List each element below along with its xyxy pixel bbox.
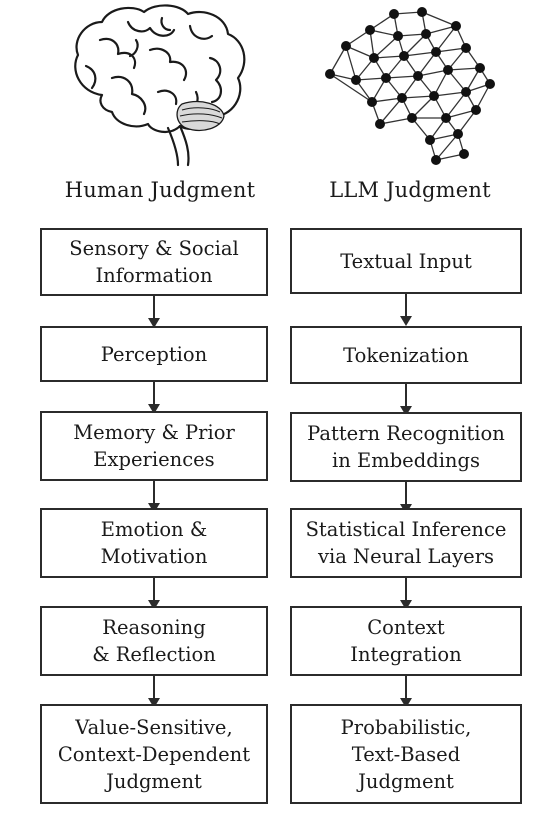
network-edge (329, 45, 347, 75)
network-node (367, 97, 377, 107)
llm-judgment-heading: LLM Judgment (329, 178, 491, 202)
network-node (429, 91, 439, 101)
llm-step-tokenization: Tokenization (290, 326, 522, 384)
network-node (351, 75, 361, 85)
network-node (341, 41, 351, 51)
network-edge (379, 117, 413, 125)
network-edge (345, 45, 357, 81)
flow-arrow (290, 676, 522, 710)
flow-arrow (290, 384, 522, 418)
network-node (397, 93, 407, 103)
network-node (461, 87, 471, 97)
network-node (393, 31, 403, 41)
network-node (407, 113, 417, 123)
network-edge (401, 95, 435, 99)
network-node (369, 53, 379, 63)
network-node (399, 51, 409, 61)
network-edge (373, 35, 399, 59)
network-node (425, 135, 435, 145)
brain-icon (40, 0, 280, 175)
network-node (325, 69, 335, 79)
network-node (421, 29, 431, 39)
network-edge (421, 11, 457, 27)
network-edge (403, 33, 427, 57)
network-node (443, 65, 453, 75)
network-edge (445, 91, 467, 119)
human-step-emotion-motivation: Emotion &Motivation (40, 508, 268, 578)
network-edge (447, 67, 481, 71)
flow-arrow (40, 296, 268, 330)
network-node (431, 47, 441, 57)
network-node (485, 79, 495, 89)
neural-network-icon (290, 0, 530, 175)
network-edge (417, 69, 449, 77)
network-edge (403, 51, 437, 57)
network-node (375, 119, 385, 129)
network-node (381, 73, 391, 83)
network-node (471, 105, 481, 115)
flow-arrow (40, 382, 268, 416)
network-node (453, 129, 463, 139)
network-edge (445, 109, 477, 119)
network-edge (355, 77, 387, 81)
network-edge (371, 97, 403, 103)
human-step-perception: Perception (40, 326, 268, 382)
network-edge (435, 25, 457, 53)
network-edge (411, 95, 435, 119)
network-node (461, 43, 471, 53)
human-step-reasoning-reflection: Reasoning& Reflection (40, 606, 268, 676)
network-node (365, 25, 375, 35)
network-node (441, 113, 451, 123)
network-edge (435, 47, 467, 53)
flow-arrow (40, 676, 268, 710)
network-edge (435, 133, 459, 161)
network-edge (379, 97, 403, 125)
network-node (475, 63, 485, 73)
network-edge (329, 73, 373, 103)
network-node (417, 7, 427, 17)
flow-arrow (290, 294, 522, 328)
human-judgment-heading: Human Judgment (64, 178, 256, 202)
network-node (431, 155, 441, 165)
network-edge (433, 91, 467, 97)
network-edge (373, 55, 405, 59)
llm-step-textual-input: Textual Input (290, 228, 522, 294)
network-edge (425, 25, 457, 35)
network-node (459, 149, 469, 159)
flow-arrow (290, 578, 522, 612)
network-node (389, 9, 399, 19)
network-node (413, 71, 423, 81)
network-edge (345, 45, 375, 59)
flow-arrow (40, 578, 268, 612)
network-node (451, 21, 461, 31)
network-edge (385, 75, 419, 79)
